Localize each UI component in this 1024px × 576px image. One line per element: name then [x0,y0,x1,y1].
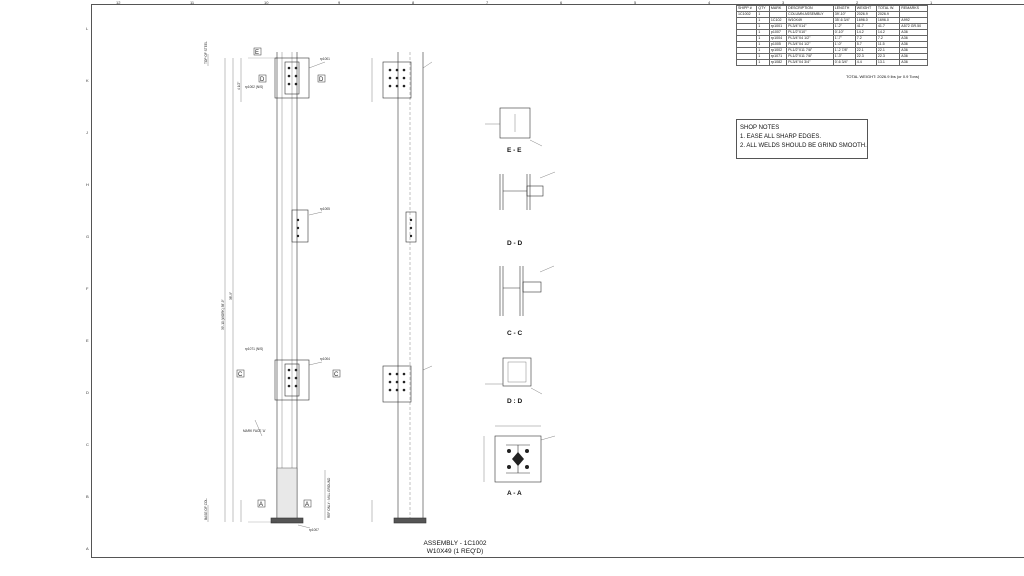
top-steel-ref: TOP OF STEEL [204,41,208,64]
bom-cell: PL3/4"X4 3/4" [786,59,834,66]
section-view-cc [499,265,555,316]
column-elevation-side [371,52,433,524]
drawing-title: ASSEMBLY - 1C1002 W10X49 (1 REQ'D) [410,540,500,556]
marker-e: E [255,50,259,56]
bolt-holes-base [507,449,529,469]
bolt-holes-main [287,66,300,388]
left-ruler-letter: H [86,182,89,187]
label-top-weld: rp1002 (N/S) [245,85,263,89]
assembly-title: ASSEMBLY - 1C1002 [423,540,487,547]
left-ruler-letter: F [86,286,89,291]
marker-c-left: C [238,372,243,378]
left-ruler-letter: G [86,234,90,239]
top-ruler-number: 6 [560,0,563,5]
top-ruler-number: 3 [782,0,785,5]
top-ruler-number: 7 [486,0,489,5]
bom-cell [735,59,758,66]
left-ruler-letter: E [86,338,89,343]
marker-a-right: A [305,502,309,508]
ref-only-note: REF ONLY : MILL GROUND [327,477,331,518]
left-ruler-letter: C [86,442,89,447]
left-ruler-letter: D [86,390,89,395]
marker-a-left: A [259,502,263,508]
section-markers [236,47,341,508]
dim-inner: 38'-9" [229,292,233,300]
drawing-frame [91,4,1024,558]
label-low-plate: rp1004 [320,357,330,361]
bom-cell: 1 [756,59,770,66]
label-top-plate: rp1001 [320,57,330,61]
view-label-dd: D - D [507,240,523,247]
bom-cell: 0'-6 3/4" [832,59,856,66]
column-elevation-front [207,52,326,529]
total-weight: TOTAL WEIGHT: 2026.9 lbs (or 0.9 Tons) [846,74,920,79]
top-ruler-number: 12 [116,0,121,5]
bolt-holes-side [388,68,413,392]
section-title: W10X49 (1 REQ'D) [426,548,484,555]
bom-cell: A36 [899,59,928,66]
label-base: rp1007 [309,528,319,532]
view-label-cc: C - C [507,330,523,337]
top-ruler-number: 2 [856,0,859,5]
top-ruler-number: 10 [264,0,269,5]
top-ruler-number: 5 [634,0,637,5]
left-ruler-letter: L [86,26,89,31]
marker-d-left: D [260,77,265,83]
bom-cell: rp1082 [768,59,788,66]
section-view-dd [499,171,556,210]
shop-notes: SHOP NOTES 1. EASE ALL SHARP EDGES. 2. A… [736,119,868,159]
marker-c-right: C [334,372,339,378]
left-ruler-letter: K [86,78,89,83]
bom-cell: 13.1 [875,59,901,66]
top-ruler-number: 4 [708,0,711,5]
top-ruler-number: 9 [338,0,341,5]
marker-d-right: D [319,77,324,83]
top-ruler-number: 8 [412,0,415,5]
section-view-dd2 [485,357,543,395]
mark-face-note: MARK FACE 'A' [243,429,266,433]
base-col-ref: BASE OF COL. [204,498,208,520]
bom-cell: 4.4 [854,59,877,66]
shop-note-2: 2. ALL WELDS SHOULD BE GRIND SMOOTH. [740,143,867,149]
section-view-ee [485,107,543,147]
dim-overall: 39'-10 (WORK) 38'-9" [221,299,225,330]
view-label-aa: A - A [507,490,522,497]
shop-notes-heading: SHOP NOTES [740,125,780,131]
left-ruler-letter: J [86,130,88,135]
left-ruler-letter: B [86,494,89,499]
label-mid-plate: rp1005 [320,207,330,211]
label-low-weld: rp1071 (N/S) [245,347,263,351]
view-label-dd2: D : D [507,398,523,405]
shop-note-1: 1. EASE ALL SHARP EDGES. [740,134,822,140]
top-ruler-number: 11 [190,0,195,5]
left-ruler-letter: A [86,546,89,551]
top-ruler-number: 1 [930,0,933,5]
dim-top: 4 1/2" [237,82,241,90]
view-label-ee: E - E [507,147,522,154]
